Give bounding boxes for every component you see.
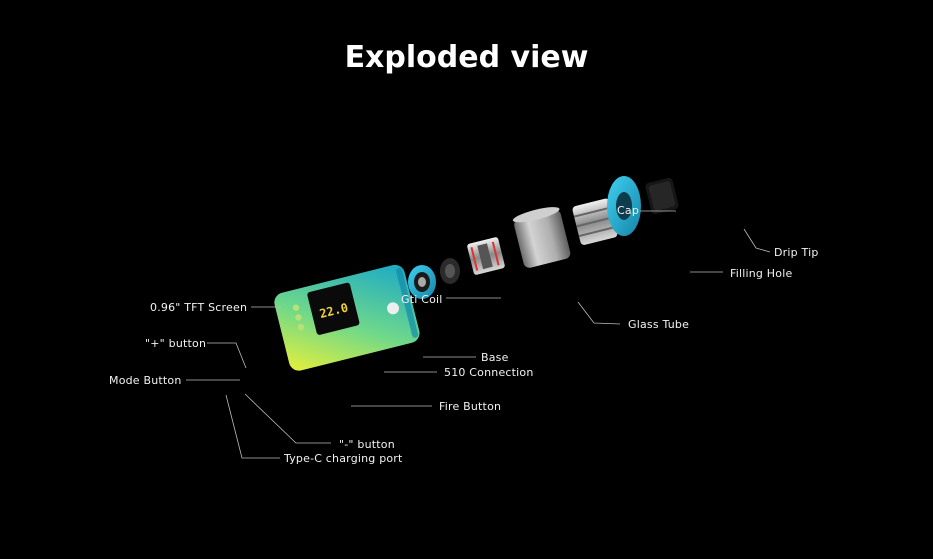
glass-tube-leader bbox=[577, 301, 621, 325]
base-ring bbox=[408, 265, 436, 299]
label-minus-button: "-" button bbox=[339, 438, 395, 451]
drip-tip-shape bbox=[645, 177, 679, 215]
gti-coil-shape bbox=[467, 237, 505, 275]
label-base: Base bbox=[481, 351, 509, 364]
label-glass-tube: Glass Tube bbox=[628, 318, 690, 331]
label-mode-button: Mode Button bbox=[109, 374, 182, 387]
label-cap: Cap bbox=[617, 204, 640, 217]
minus-button-shape bbox=[297, 323, 305, 331]
screen-readout: 22.0 bbox=[318, 300, 349, 321]
label-tft-screen: 0.96" TFT Screen bbox=[150, 301, 248, 314]
leader-lines bbox=[186, 210, 771, 459]
label-fire-button: Fire Button bbox=[439, 400, 502, 413]
label-gti-coil: Gti Coil bbox=[401, 293, 443, 306]
label-filling-hole: Filling Hole bbox=[730, 267, 793, 280]
mod-body: 22.0 bbox=[274, 264, 420, 371]
page-title: Exploded view bbox=[344, 40, 589, 75]
chimney-shape bbox=[572, 198, 618, 245]
label-type-c-port: Type-C charging port bbox=[284, 452, 403, 465]
label-plus-button: "+" button bbox=[145, 337, 207, 350]
glass-tube-shape bbox=[512, 207, 571, 268]
minus-button-leader bbox=[244, 393, 331, 444]
plus-button-leader bbox=[207, 342, 247, 369]
plus-button-shape bbox=[292, 304, 300, 311]
type-c-leader bbox=[225, 394, 280, 459]
drip-tip-leader bbox=[743, 228, 771, 253]
seal-ring bbox=[440, 258, 460, 284]
fire-button-shape bbox=[387, 302, 400, 315]
mode-button-shape bbox=[295, 314, 302, 321]
label-drip-tip: Drip Tip bbox=[774, 246, 819, 259]
label-510-connection: 510 Connection bbox=[444, 366, 534, 379]
top-cap-shape bbox=[607, 176, 641, 236]
tft-screen bbox=[307, 282, 360, 335]
